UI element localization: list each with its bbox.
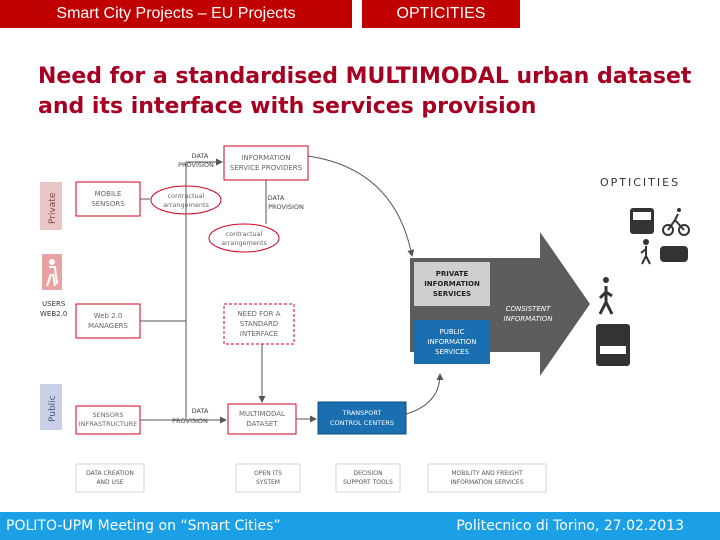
truck-icon [596, 324, 630, 366]
bus-icon [630, 208, 654, 234]
bicycle-icon [662, 213, 690, 236]
web-managers-box [75, 303, 141, 339]
footer-bar: POLITO-UPM Meeting on “Smart Cities” Pol… [0, 512, 720, 540]
public-services-box [414, 320, 490, 364]
public-band [40, 384, 62, 430]
private-band [40, 182, 62, 230]
pedestrian-icon [598, 286, 614, 315]
opticities-brand: OPTICITIES [600, 176, 680, 189]
diagram-connectors [140, 155, 444, 424]
private-band-label: Private [48, 192, 58, 224]
transport-centers-box [317, 401, 407, 435]
slide-title-line-2: and its interface with services provisio… [38, 94, 537, 119]
slide-title-line-1: Need for a standardised MULTIMODAL urban… [38, 64, 692, 89]
private-services-box [414, 262, 490, 306]
info-providers-box [223, 145, 309, 181]
header-tab-projects: Smart City Projects – EU Projects [0, 0, 352, 28]
need-standard-box [223, 303, 295, 345]
header-tab-opticities: OPTICITIES [362, 0, 520, 28]
header-bar: Smart City Projects – EU Projects OPTICI… [0, 0, 720, 28]
car-icon [660, 246, 688, 262]
public-band-label: Public [48, 395, 58, 422]
sensors-infrastructure-box [75, 405, 141, 435]
multimodal-dataset-box [227, 403, 297, 435]
mobile-sensors-box [75, 181, 141, 217]
contractual-oval-2 [208, 223, 280, 253]
footer-meeting: POLITO-UPM Meeting on “Smart Cities” [6, 518, 281, 534]
footer-venue-date: Politecnico di Torino, 27.02.2013 [456, 518, 684, 534]
slide-title: Need for a standardised MULTIMODAL urban… [38, 62, 698, 122]
walker-icon [640, 239, 651, 265]
